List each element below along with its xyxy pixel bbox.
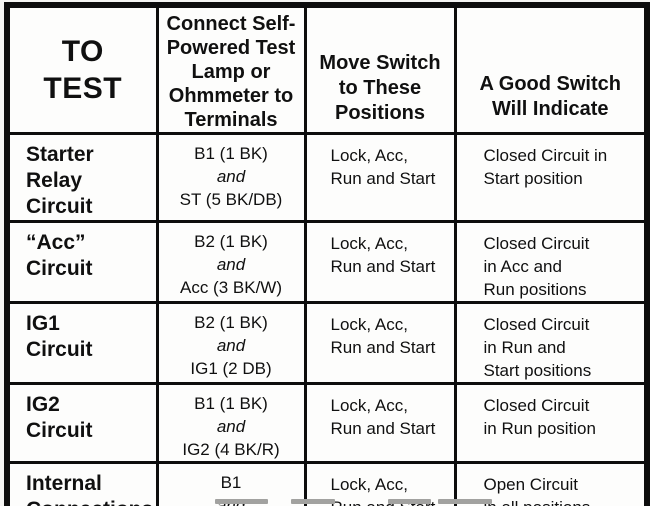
header-line: to These (338, 77, 422, 99)
terminal-conjunction: and (216, 167, 246, 186)
header-line: Will Indicate (491, 98, 609, 120)
test-line: Starter (26, 143, 94, 166)
positions-line: Run and Start (330, 169, 436, 188)
header-line: Terminals (184, 109, 278, 131)
terminal-top: B2 (1 BK) (194, 313, 268, 332)
cell-indication: Closed Circuit in Run and Start position… (453, 301, 649, 385)
terminal-top: B2 (1 BK) (194, 232, 268, 251)
indication-line: Run positions (483, 280, 587, 299)
table-row-starter-relay: Starter Relay Circuit B1 (1 BK) and ST (… (5, 132, 649, 223)
caption-fragment (215, 499, 268, 504)
cell-indication: Closed Circuit in Acc and Run positions (453, 220, 649, 304)
table-row-acc: “Acc” Circuit B2 (1 BK) and Acc (3 BK/W)… (5, 220, 649, 304)
test-line: Circuit (26, 195, 93, 218)
cell-terminals: B1 (1 BK) and IG2 (4 BK/R) (155, 382, 307, 464)
header-line: Positions (334, 102, 425, 124)
cell-test-name: Starter Relay Circuit (5, 132, 159, 223)
header-line: A Good Switch (479, 73, 621, 95)
cell-positions: Lock, Acc, Run and Start (303, 461, 457, 506)
test-line: Relay (26, 169, 83, 192)
indication-line: Closed Circuit (483, 315, 590, 334)
test-line: IG2 (26, 393, 60, 416)
terminal-top: B1 (1 BK) (194, 394, 268, 413)
terminal-conjunction: and (216, 336, 246, 355)
terminal-bottom: ST (5 BK/DB) (179, 190, 283, 209)
header-line: Move Switch (319, 52, 441, 74)
header-line: Connect Self- (166, 13, 296, 35)
cell-test-name: IG1 Circuit (5, 301, 159, 385)
header-line: TO (61, 35, 104, 68)
header-to-test: TO TEST (5, 3, 159, 135)
indication-line: Start positions (483, 361, 592, 380)
cell-indication: Closed Circuit in Start position (453, 132, 649, 223)
header-line: Lamp or (191, 61, 271, 83)
test-line: Circuit (26, 338, 93, 361)
test-line: IG1 (26, 312, 60, 335)
positions-line: Lock, Acc, (330, 315, 408, 334)
terminal-top: B1 (220, 473, 242, 492)
header-line: Powered Test (166, 37, 296, 59)
header-line: TEST (43, 72, 123, 105)
cell-test-name: IG2 Circuit (5, 382, 159, 464)
cell-terminals: B2 (1 BK) and Acc (3 BK/W) (155, 220, 307, 304)
terminal-bottom: IG1 (2 DB) (190, 359, 272, 378)
terminal-bottom: IG2 (4 BK/R) (182, 440, 280, 459)
terminal-bottom: Acc (3 BK/W) (179, 278, 282, 297)
positions-line: Lock, Acc, (330, 475, 408, 494)
positions-line: Run and Start (330, 257, 436, 276)
caption-fragment (291, 499, 335, 504)
cell-terminals: B2 (1 BK) and IG1 (2 DB) (155, 301, 307, 385)
indication-line: in Acc and (483, 257, 562, 276)
indication-line: Start position (483, 169, 583, 188)
indication-line: in all positions (484, 496, 643, 506)
indication-line: Open Circuit (483, 475, 578, 494)
positions-line: Lock, Acc, (330, 146, 408, 165)
indication-line: Closed Circuit (483, 234, 590, 253)
caption-fragment (438, 499, 492, 504)
cell-positions: Lock, Acc, Run and Start (303, 132, 457, 223)
positions-line: Run and Start (331, 496, 452, 506)
table-row-ig1: IG1 Circuit B2 (1 BK) and IG1 (2 DB) Loc… (5, 301, 649, 385)
positions-line: Lock, Acc, (330, 234, 408, 253)
header-line: Ohmmeter to (168, 85, 294, 107)
test-line: Circuit (26, 257, 93, 280)
cell-positions: Lock, Acc, Run and Start (303, 382, 457, 464)
indication-line: Closed Circuit (483, 396, 590, 415)
indication-line: in Run and (483, 338, 566, 357)
test-line: Circuit (26, 419, 93, 442)
positions-line: Lock, Acc, (330, 396, 408, 415)
cell-indication: Open Circuit in all positions (453, 461, 649, 506)
cutoff-caption (0, 499, 650, 506)
terminal-conjunction: and (216, 417, 246, 436)
caption-fragment (388, 499, 431, 504)
ignition-switch-test-table: TO TEST Connect Self- Powered Test Lamp … (4, 2, 650, 506)
indication-line: Closed Circuit in (483, 146, 608, 165)
cell-indication: Closed Circuit in Run position (453, 382, 649, 464)
table-row-internal-connections: Internal Connections B1 and B2 Lock, Acc… (5, 461, 649, 506)
terminal-top: B1 (1 BK) (194, 144, 268, 163)
cell-positions: Lock, Acc, Run and Start (303, 220, 457, 304)
header-move-switch: Move Switch to These Positions (303, 3, 457, 135)
test-line: Internal (26, 472, 102, 495)
cell-test-name: “Acc” Circuit (5, 220, 159, 304)
header-row: TO TEST Connect Self- Powered Test Lamp … (5, 3, 649, 135)
cell-positions: Lock, Acc, Run and Start (303, 301, 457, 385)
positions-line: Run and Start (330, 419, 436, 438)
header-good-switch: A Good Switch Will Indicate (453, 3, 649, 135)
cell-test-name: Internal Connections (5, 461, 159, 506)
cell-terminals: B1 (1 BK) and ST (5 BK/DB) (155, 132, 307, 223)
test-line: “Acc” (26, 231, 86, 254)
terminal-conjunction: and (216, 255, 246, 274)
header-connect-terminals: Connect Self- Powered Test Lamp or Ohmme… (155, 3, 307, 135)
cell-terminals: B1 and B2 (155, 461, 307, 506)
positions-line: Run and Start (330, 338, 436, 357)
test-line: Connections (26, 497, 153, 506)
indication-line: in Run position (483, 419, 596, 438)
table-row-ig2: IG2 Circuit B1 (1 BK) and IG2 (4 BK/R) L… (5, 382, 649, 464)
